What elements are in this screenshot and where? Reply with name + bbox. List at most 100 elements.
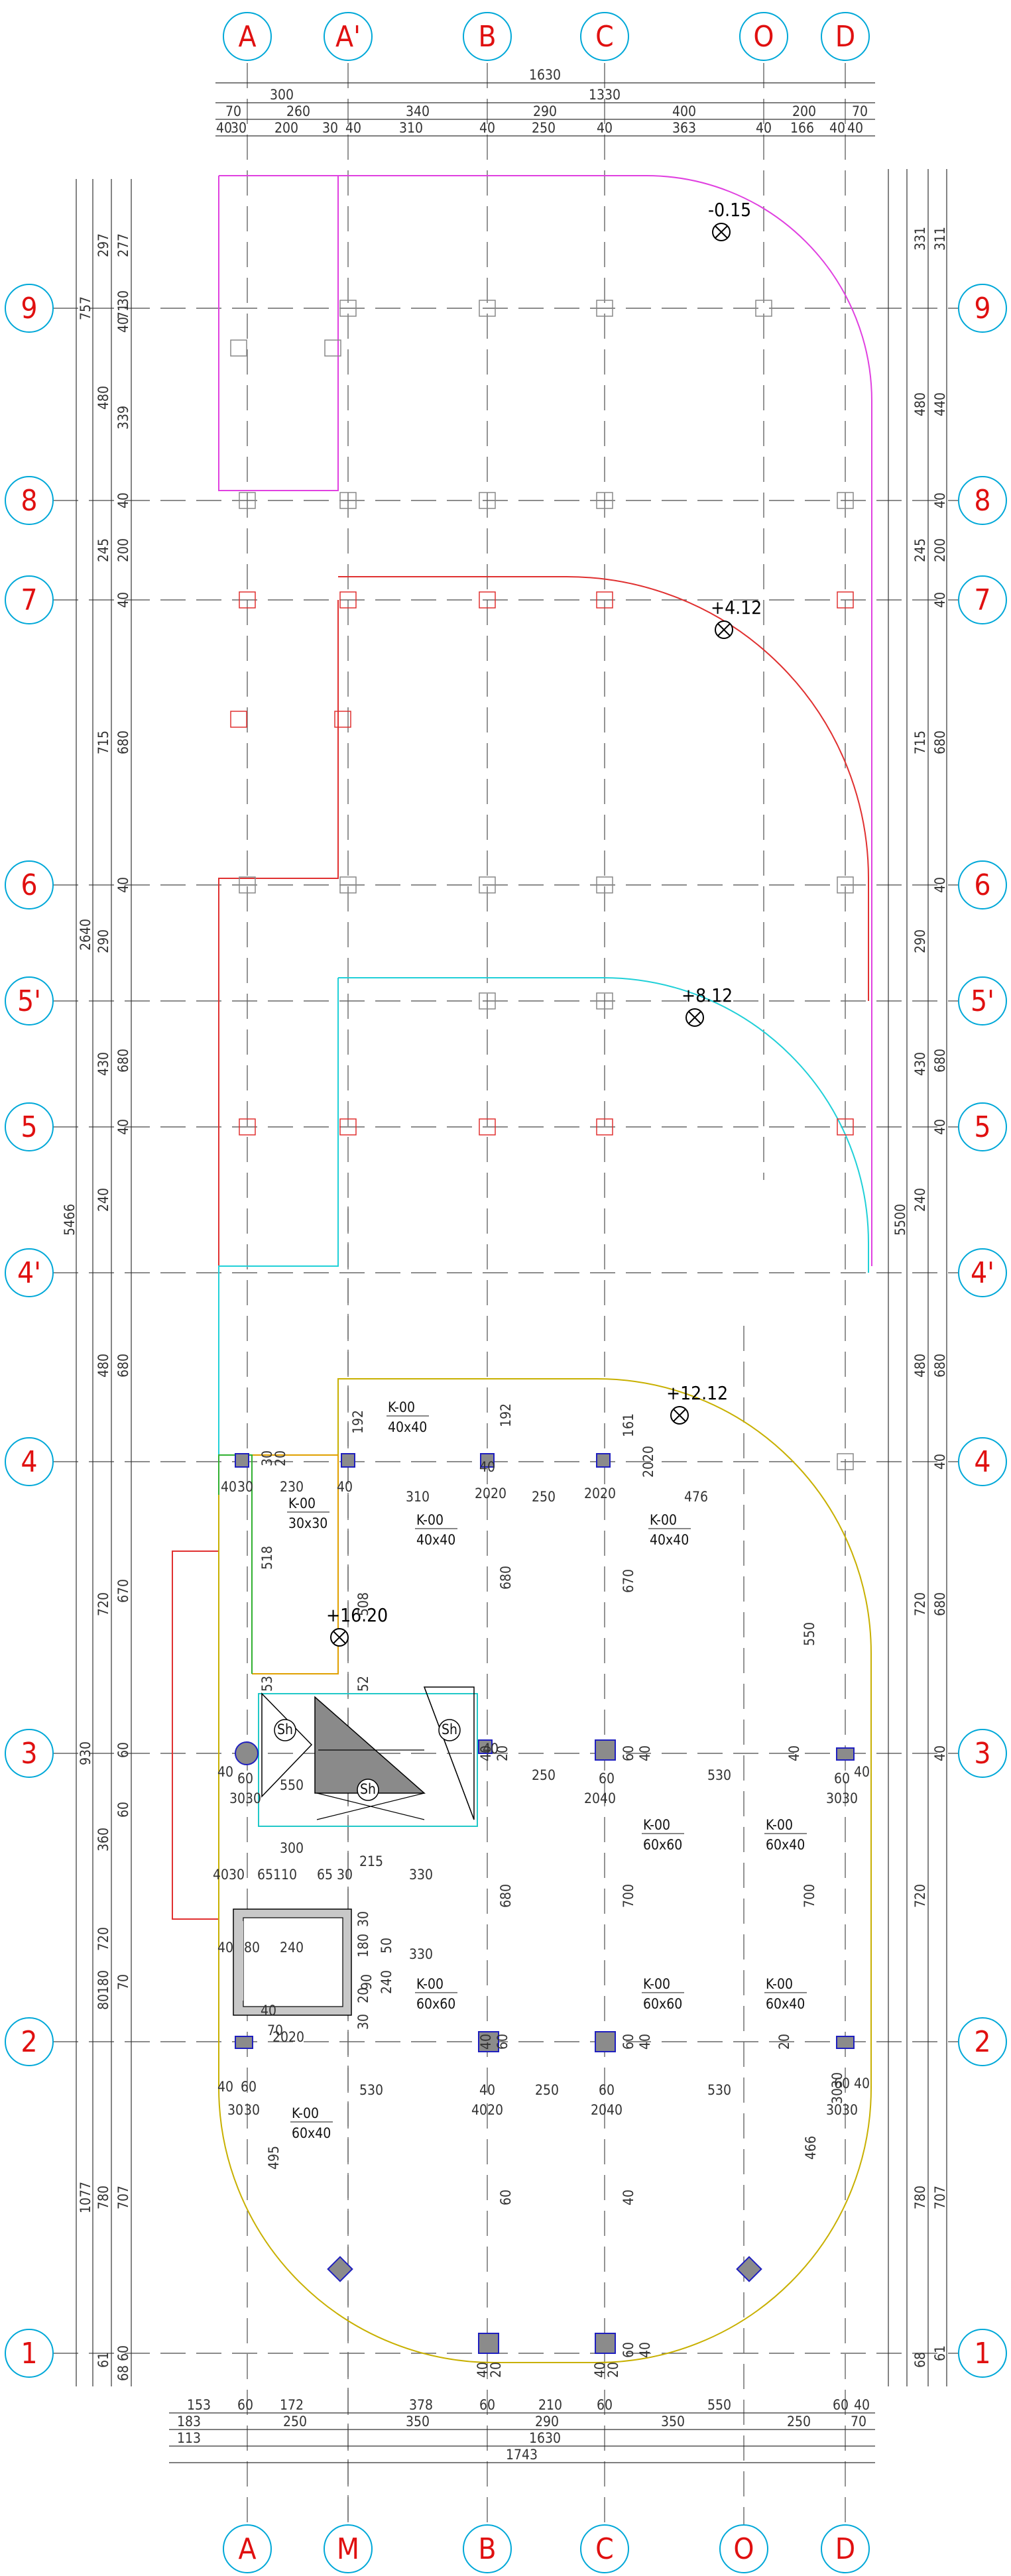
dim-left-c4: 40 bbox=[115, 877, 131, 893]
dim-top-row4: 40 bbox=[847, 120, 863, 136]
axis-label-top: B bbox=[478, 20, 496, 54]
level-value: +12.12 bbox=[666, 1382, 728, 1404]
column-upper bbox=[479, 492, 496, 509]
column-upper bbox=[837, 1453, 854, 1470]
axis-label-bottom: M bbox=[337, 2532, 359, 2566]
dim-left-c2: 1077 bbox=[78, 2182, 93, 2213]
dim-left-c4: 60 bbox=[115, 1742, 131, 1758]
dim-interior-stair: 30 bbox=[337, 1867, 353, 1883]
axis-bubble-left bbox=[5, 284, 54, 333]
dim-interior-bottom: 40 bbox=[637, 2342, 653, 2358]
dim-right-c3: 440 bbox=[932, 392, 948, 416]
slab-outline-1212 bbox=[218, 1378, 872, 2363]
dim-left-c3: 245 bbox=[95, 538, 111, 562]
dim-right-c3: 40 bbox=[932, 877, 948, 893]
dim-bottom-row1: 550 bbox=[707, 2397, 731, 2413]
dim-interior-row2: 2040 bbox=[591, 2102, 623, 2118]
axis-label-right: 3 bbox=[974, 1737, 990, 1771]
dim-left-c4: 339 bbox=[115, 406, 131, 430]
column bbox=[235, 2036, 253, 2049]
column-upper bbox=[755, 300, 772, 317]
dim-top-row2: 300 bbox=[270, 87, 294, 103]
dim-interior-bottom: 40 bbox=[475, 2362, 491, 2378]
column-upper bbox=[837, 1118, 854, 1136]
column-tag-size: 30x30 bbox=[288, 1515, 327, 1531]
axis-bubble-right bbox=[958, 860, 1007, 909]
level-value: -0.15 bbox=[708, 199, 751, 221]
dim-top-row4: 40 bbox=[479, 120, 495, 136]
dim-top-row4: 200 bbox=[274, 120, 298, 136]
dim-right-c3: 707 bbox=[932, 2186, 948, 2209]
column-tag-size: 60x40 bbox=[292, 2125, 331, 2141]
axis-label-left: 5' bbox=[17, 984, 41, 1018]
dim-interior-row4: 2020 bbox=[640, 1446, 656, 1478]
stair-marker-label: Sh bbox=[360, 1781, 376, 1797]
dim-interior-row4: 30 bbox=[237, 1479, 253, 1495]
dim-left-c4: 40 bbox=[115, 493, 131, 508]
dim-interior-vertical: 60 bbox=[498, 2190, 514, 2205]
dim-top-row4: 40 bbox=[216, 120, 232, 136]
dim-top-row3: 290 bbox=[533, 103, 557, 119]
dim-interior-row4: 40 bbox=[479, 1459, 495, 1475]
dim-interior-vertical: 40 bbox=[637, 1745, 653, 1761]
dim-left-c4: 60 bbox=[115, 2345, 131, 2361]
column-upper bbox=[837, 876, 854, 894]
dim-interior-vertical: 40 bbox=[478, 1745, 494, 1761]
dim-interior-vertical: 680 bbox=[498, 1884, 514, 1908]
dim-interior-vertical: 40 bbox=[637, 2034, 653, 2050]
axis-bubble-left bbox=[5, 1102, 54, 1151]
columns-layer bbox=[230, 300, 855, 2354]
column-tag-size: 60x40 bbox=[766, 1837, 805, 1853]
column-tag-id: K-00 bbox=[388, 1399, 415, 1415]
column-upper bbox=[339, 300, 357, 317]
dim-interior-row4: 161 bbox=[621, 1413, 636, 1437]
dim-interior-vertical: 550 bbox=[802, 1622, 817, 1646]
dim-bottom-row1: 378 bbox=[409, 2397, 433, 2413]
column-tag-size: 60x60 bbox=[643, 1837, 682, 1853]
slab-outline-412-arc bbox=[338, 576, 869, 1001]
slab-outline-412 bbox=[172, 600, 339, 1920]
column-upper bbox=[837, 591, 854, 609]
axis-label-bottom: C bbox=[595, 2532, 614, 2566]
dim-interior-row3: 3030 bbox=[229, 1790, 261, 1806]
dim-interior-row2: 4020 bbox=[471, 2102, 503, 2118]
dim-bottom-row1: 210 bbox=[538, 2397, 562, 2413]
dim-right-c3: 40 bbox=[932, 493, 948, 508]
dim-interior-stair: 65 bbox=[257, 1867, 273, 1883]
axis-bubble-left bbox=[5, 976, 54, 1025]
dim-bottom-row1: 153 bbox=[187, 2397, 211, 2413]
dim-right-c2: 480 bbox=[912, 1354, 928, 1377]
dim-top-row3: 260 bbox=[286, 103, 310, 119]
dim-left-c3: 780 bbox=[95, 2186, 111, 2209]
dim-interior-row3: 550 bbox=[280, 1777, 304, 1793]
dim-left-c4: 680 bbox=[115, 731, 131, 754]
axis-bubble-bottom bbox=[719, 2524, 768, 2573]
dim-interior-row4: 192 bbox=[498, 1403, 514, 1427]
dim-interior-row3: 3030 bbox=[826, 1790, 858, 1806]
column-upper bbox=[339, 492, 357, 509]
dim-interior-row2: 30 bbox=[227, 2102, 243, 2118]
dim-left-c4: 68 bbox=[115, 2365, 131, 2381]
axis-bubble-bottom bbox=[463, 2524, 512, 2573]
axis-bubble-right bbox=[958, 2329, 1007, 2378]
dim-right-c3: 40 bbox=[932, 592, 948, 608]
column bbox=[836, 2036, 855, 2049]
dim-right-c3: 200 bbox=[932, 538, 948, 562]
level-cross bbox=[673, 1409, 686, 1422]
dim-right-c2: 430 bbox=[912, 1052, 928, 1076]
column-upper bbox=[339, 591, 357, 609]
dim-interior-stair: 2020 bbox=[272, 2029, 304, 2045]
axis-bubble-left bbox=[5, 1248, 54, 1297]
column-upper bbox=[239, 492, 256, 509]
column-upper bbox=[596, 876, 613, 894]
grid-lines bbox=[53, 63, 958, 2552]
column bbox=[480, 1453, 495, 1468]
column-upper bbox=[339, 1118, 357, 1136]
dim-interior-row3: 40 bbox=[483, 1741, 499, 1757]
dim-right-c2: 780 bbox=[912, 2186, 928, 2209]
axis-label-right: 4' bbox=[971, 1256, 994, 1290]
axis-bubble-bottom bbox=[324, 2524, 373, 2573]
axis-label-left: 2 bbox=[21, 2025, 37, 2059]
